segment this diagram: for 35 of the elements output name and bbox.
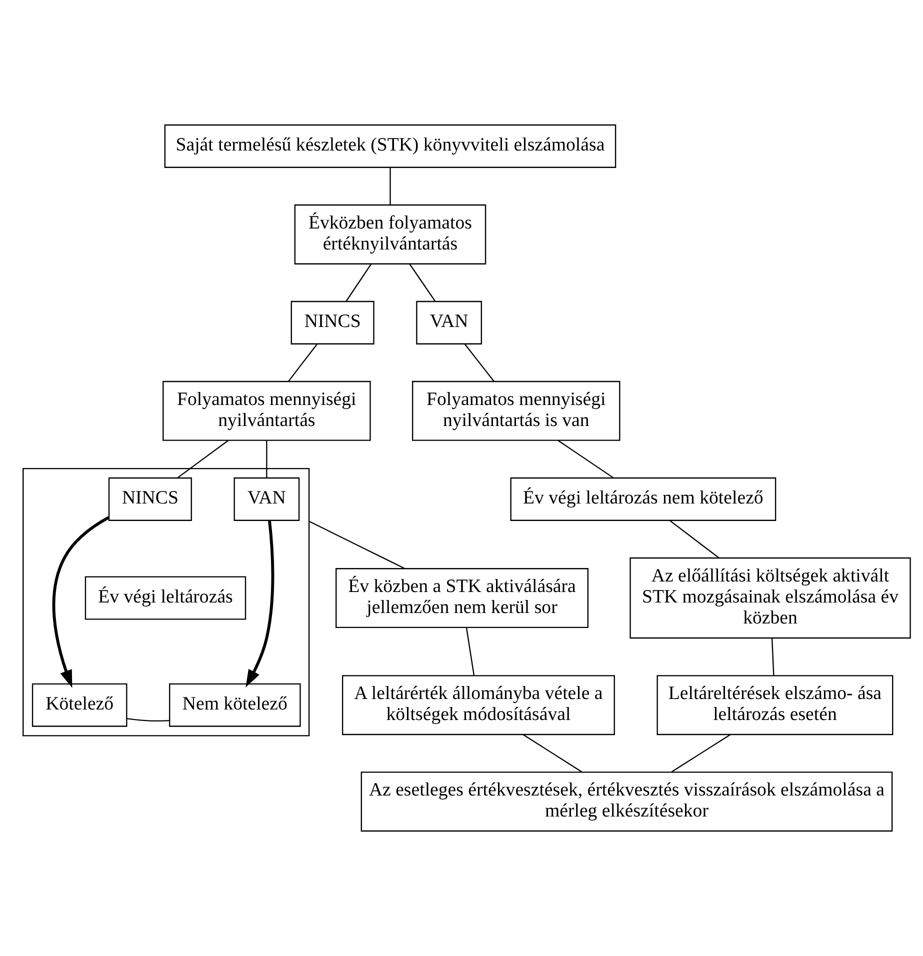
connector (408, 264, 436, 302)
connector (308, 520, 404, 570)
node-box: Évközben folyamatos értéknyilvántartás (294, 204, 486, 264)
node-box: Év végi leltározás nem kötelező (510, 477, 776, 521)
node-box: NINCS (290, 300, 374, 344)
node-box: VAN (233, 477, 300, 521)
connector (287, 344, 317, 382)
node-box: A leltárérték állományba vétele a költségek módosításával (341, 675, 614, 736)
connector (668, 520, 719, 558)
node-box: Folyamatos mennyiségi nyilvántartás (162, 380, 370, 441)
arrow (52, 516, 109, 688)
connector (464, 344, 494, 382)
node-box: Év közben a STK aktiválására jellemzően nem kerül sor (335, 568, 588, 628)
node-box: Az előállítási költségek aktivált STK mozgásainak elszámolása év közben (629, 557, 910, 639)
node-box: Leltáreltérések elszámo- ása leltározás esetén (656, 675, 893, 736)
connector (557, 440, 614, 478)
connector (126, 718, 170, 722)
node-box: NINCS (108, 477, 192, 521)
connector (389, 168, 390, 205)
node-box: Év végi leltározás (84, 576, 246, 620)
node-box: VAN (416, 300, 482, 344)
cluster (22, 468, 310, 736)
connector (345, 264, 372, 302)
node-box: Saját termelésű készletek (STK) könyvviteli elszámolása (164, 124, 616, 168)
node-box: Nem kötelező (168, 683, 300, 727)
connector (770, 638, 774, 676)
connector (465, 628, 474, 676)
node-box: Kötelező (31, 683, 127, 727)
connector (176, 440, 228, 478)
connector (266, 440, 267, 478)
node-box: Az esetleges értékvesztések, értékvesztés visszaírások elszámolása a mérleg elkészítésekor (360, 772, 892, 832)
arrow (245, 520, 274, 688)
connector (670, 734, 730, 772)
connector (522, 734, 582, 772)
node-box: Folyamatos mennyiségi nyilvántartás is van (412, 380, 620, 441)
